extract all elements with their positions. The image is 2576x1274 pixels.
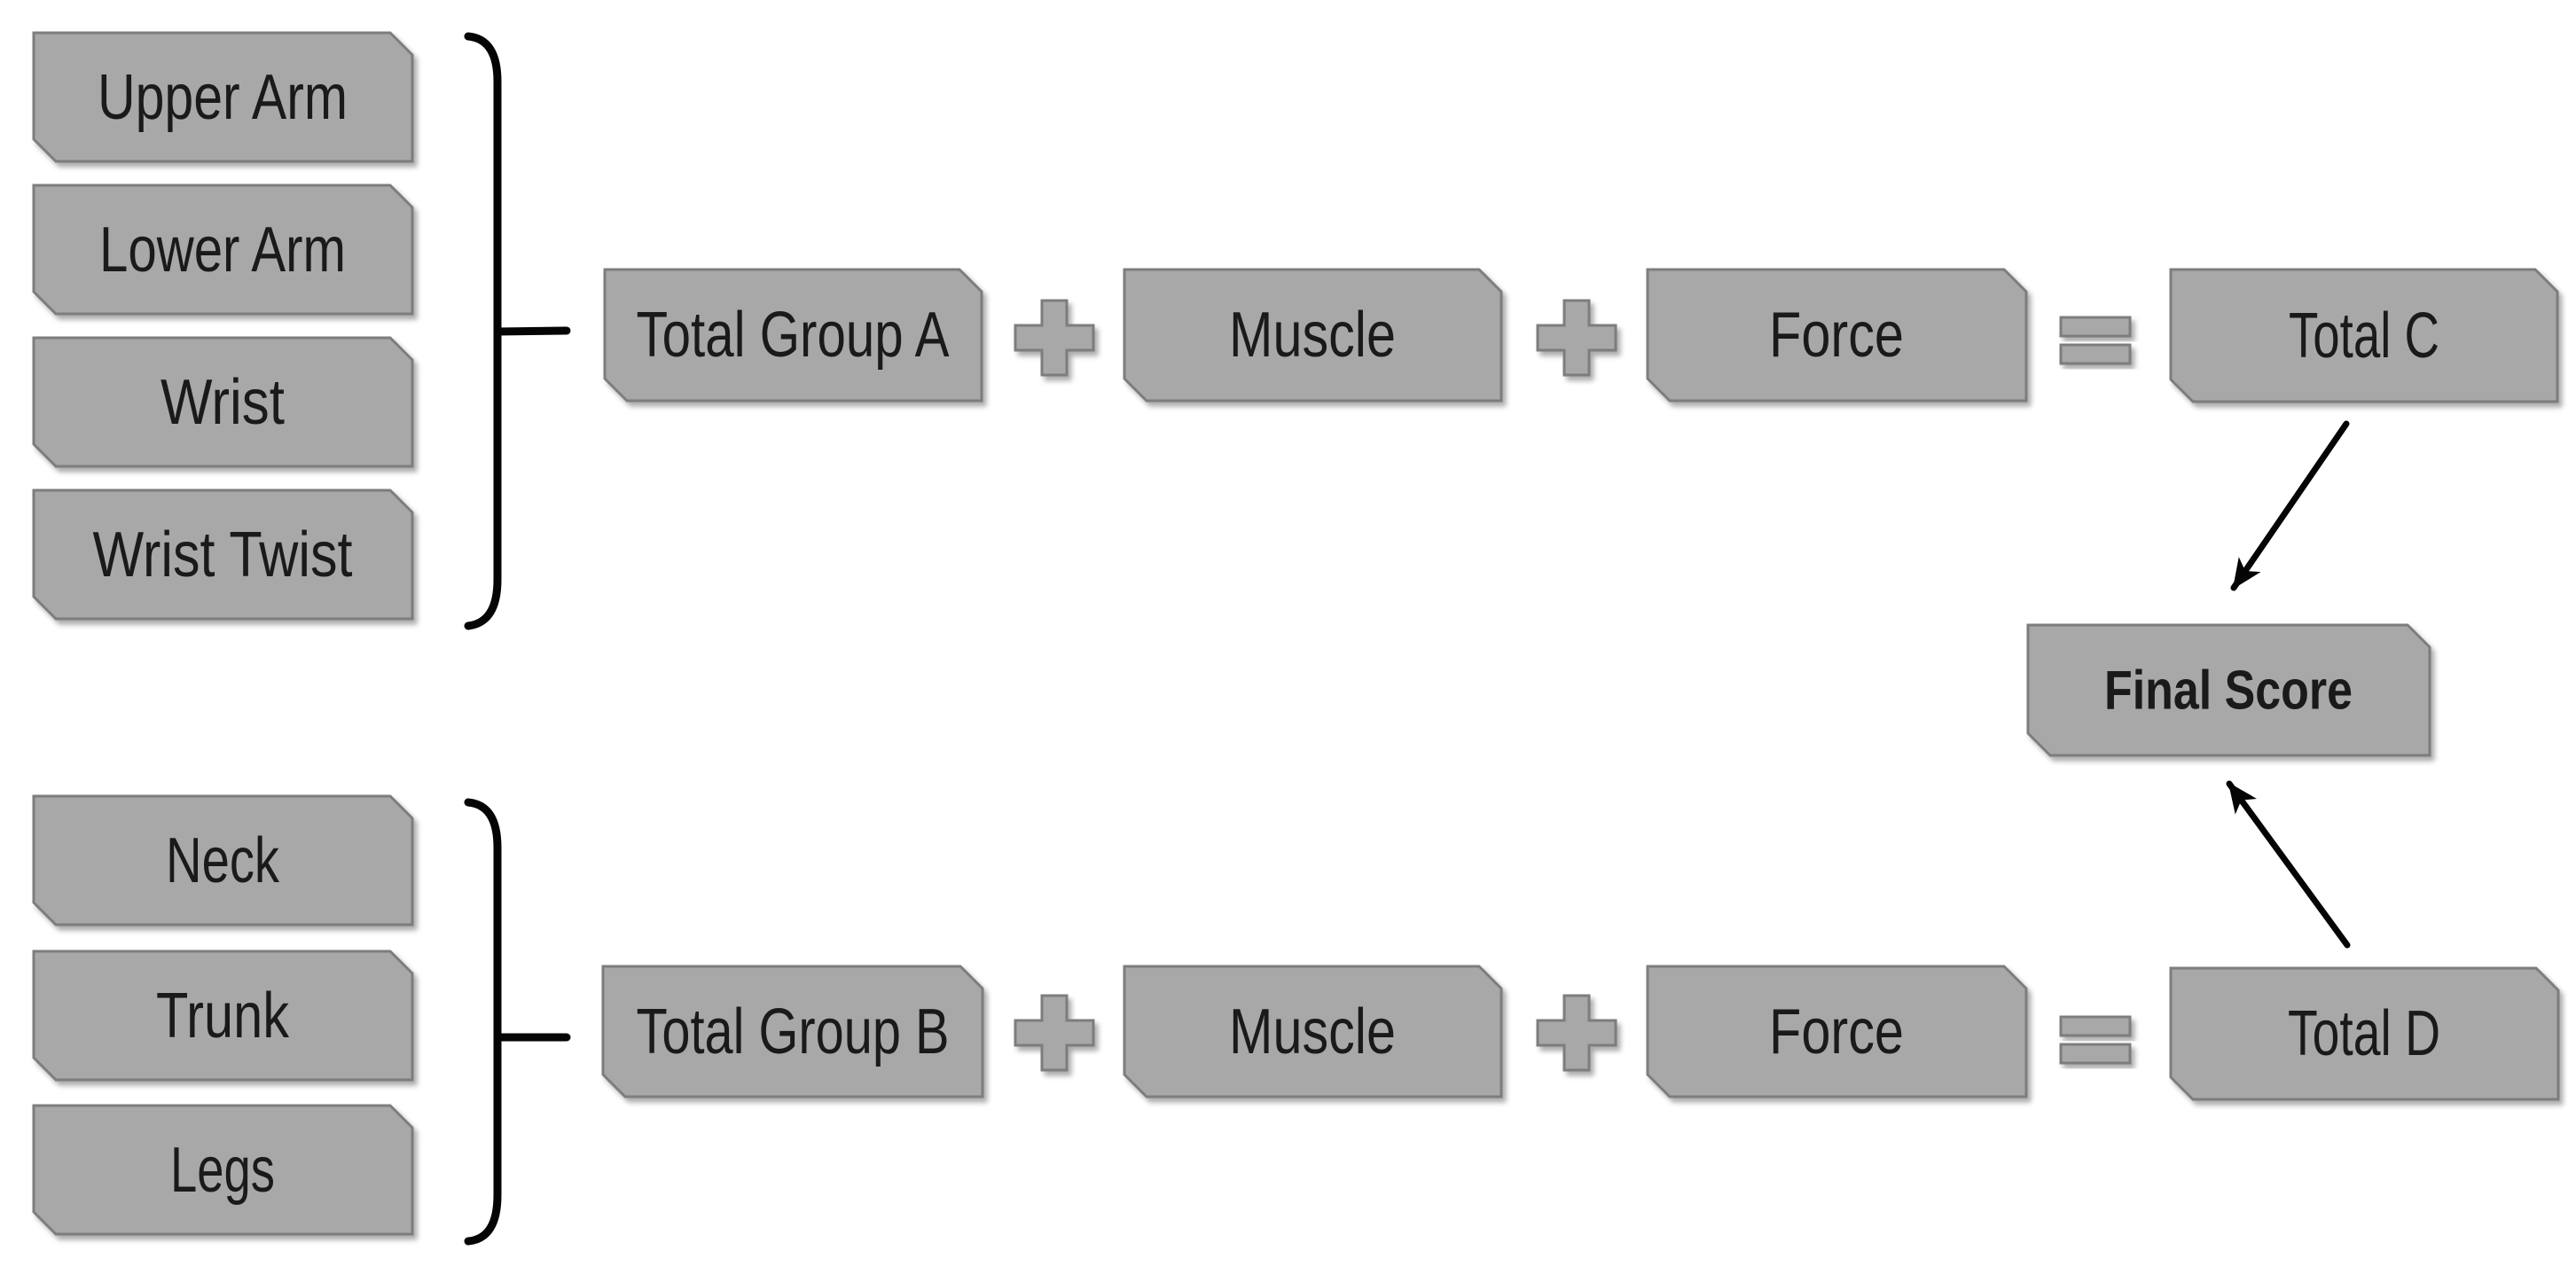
brace-spine (464, 798, 502, 1246)
box-shape (2169, 966, 2560, 1101)
box-label-neck: Neck (166, 825, 280, 896)
brace-icon-group-a (464, 32, 571, 630)
box-shape (1123, 965, 1503, 1098)
brace-icon-group-b (464, 798, 571, 1246)
box-total-group-a: Total Group A (603, 268, 983, 403)
box-force-a: Force (1646, 268, 2028, 403)
plus-icon (1536, 299, 1617, 377)
box-shape (601, 965, 984, 1098)
box-label-force-a: Force (1769, 300, 1904, 371)
box-label-wrist-twist: Wrist Twist (93, 520, 353, 590)
input-box-trunk: Trunk (32, 950, 414, 1082)
box-final-score: Final Score (2026, 623, 2431, 757)
box-label-force-b: Force (1769, 997, 1904, 1067)
box-shape (1123, 268, 1503, 403)
input-box-upper-arm: Upper Arm (32, 31, 414, 163)
box-shape (32, 794, 414, 926)
box-total-d: Total D (2169, 966, 2560, 1101)
box-muscle-a: Muscle (1123, 268, 1503, 403)
plus-icon (1536, 994, 1617, 1072)
box-label-total-group-a: Total Group A (637, 300, 950, 371)
equals-bar (2059, 343, 2132, 365)
box-label-muscle-b: Muscle (1229, 997, 1396, 1067)
brace-tick (493, 326, 571, 336)
box-label-total-c: Total C (2289, 301, 2439, 371)
box-shape (2026, 623, 2431, 757)
brace-spine (464, 32, 502, 630)
box-total-c: Total C (2169, 268, 2559, 403)
input-box-lower-arm: Lower Arm (32, 184, 414, 316)
arrow-total-d-to-final-score (2226, 780, 2351, 949)
equals-bar (2059, 1015, 2132, 1037)
arrow-total-c-to-final-score (2230, 420, 2350, 591)
box-label-trunk: Trunk (156, 981, 290, 1051)
box-shape (32, 950, 414, 1082)
box-label-total-group-b: Total Group B (637, 997, 950, 1067)
box-label-total-d: Total D (2288, 998, 2440, 1069)
box-shape (32, 336, 414, 468)
box-label-wrist: Wrist (161, 367, 285, 438)
box-label-upper-arm: Upper Arm (98, 62, 348, 133)
box-shape (2169, 268, 2559, 403)
box-shape (32, 488, 414, 621)
plus-icon (1014, 994, 1095, 1072)
box-shape (32, 1104, 414, 1236)
plus-icon (1014, 299, 1095, 377)
box-label-lower-arm: Lower Arm (99, 215, 346, 285)
box-shape (32, 31, 414, 163)
box-label-final-score: Final Score (2104, 660, 2353, 722)
box-label-legs: Legs (170, 1135, 275, 1206)
equals-icon (2059, 1015, 2132, 1065)
equals-bar (2059, 1043, 2132, 1065)
input-box-neck: Neck (32, 794, 414, 926)
box-shape (1646, 965, 2028, 1098)
box-muscle-b: Muscle (1123, 965, 1503, 1098)
box-total-group-b: Total Group B (601, 965, 984, 1098)
equals-bar (2059, 316, 2132, 338)
input-box-legs: Legs (32, 1104, 414, 1236)
equals-icon (2059, 316, 2132, 365)
input-box-wrist: Wrist (32, 336, 414, 468)
box-shape (32, 184, 414, 316)
box-shape (603, 268, 983, 403)
box-shape (1646, 268, 2028, 403)
box-label-muscle-a: Muscle (1229, 300, 1396, 371)
box-force-b: Force (1646, 965, 2028, 1098)
input-box-wrist-twist: Wrist Twist (32, 488, 414, 621)
